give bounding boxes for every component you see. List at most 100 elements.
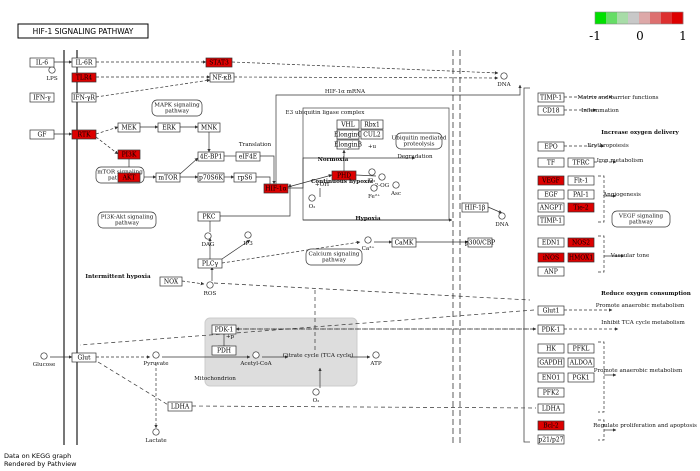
gene-aldoa[interactable]: ALDOA [567,357,595,368]
pathway-link-label: pathway [629,220,654,226]
compound-fe[interactable]: Fe²⁺ [368,184,380,200]
gene-pdk-1[interactable]: PDK-1 [211,324,237,335]
compound-o[interactable]: O₂ [308,194,316,210]
gene-nos2[interactable]: NOS2 [567,237,595,248]
gene-rps6[interactable]: rpS6 [233,172,257,183]
compound-asc[interactable]: Asc [390,181,401,197]
pathway-link-label: pathway [115,221,140,227]
compound-o[interactable]: O₂ [312,388,320,404]
gene-il-6[interactable]: IL-6 [29,57,55,68]
gene-pdh[interactable]: PDH [211,345,237,356]
gene-pai-1[interactable]: PAI-1 [567,189,595,200]
gene-box [233,172,257,183]
gene-angpt[interactable]: ANGPT [537,202,565,213]
gene-glut[interactable]: Glut [71,352,97,363]
compound-lps[interactable]: LPS [46,66,58,82]
gene-rbx1[interactable]: Rbx1 [360,119,384,130]
compound-glucose[interactable]: Glucose [33,352,56,368]
gene-il-6r[interactable]: IL-6R [71,57,97,68]
gene-nf-b[interactable]: NF-κB [209,72,235,83]
gene-ifn-r[interactable]: IFN-γR [71,92,97,103]
gene-bcl-2[interactable]: Bcl-2 [537,420,565,431]
gene-hif-1[interactable]: HIF-1β [461,202,489,213]
compound-lactate[interactable]: Lactate [145,428,167,444]
gene-egf[interactable]: EGF [537,189,565,200]
gene-elonginb[interactable]: ElonginB [334,139,362,150]
gene-glut1[interactable]: Glut1 [537,305,565,316]
gene-hmox1[interactable]: HMOX1 [567,252,595,263]
gene-ifn[interactable]: IFN-γ [29,92,55,103]
gene-anp[interactable]: ANP [537,266,565,277]
gene-pfkl[interactable]: PFKL [567,343,595,354]
gene-timp-1[interactable]: TIMP-1 [537,215,565,226]
gene-4e-bp1[interactable]: 4E-BP1 [197,151,225,162]
gene-tie-2[interactable]: Tie-2 [567,202,595,213]
gene-eno1[interactable]: ENO1 [537,372,565,383]
gene-mek[interactable]: MEK [117,122,141,133]
gene-pdk-1[interactable]: PDK-1 [537,324,565,335]
gene-erk[interactable]: ERK [157,122,181,133]
gene-cd18[interactable]: CD18 [537,105,565,116]
gene-hk[interactable]: HK [537,343,565,354]
gene-label: TF [547,160,555,167]
gene-epo[interactable]: EPO [537,141,565,152]
gene-label: Glut1 [543,308,560,315]
gene-timp-1[interactable]: TIMP-1 [537,92,565,103]
gene-inos[interactable]: iNOS [537,252,565,263]
gene-phd[interactable]: PHD [331,170,357,181]
gene-flt-1[interactable]: Flt-1 [567,175,595,186]
gene-label: Bcl-2 [543,423,559,430]
gene-vhl[interactable]: VHL [336,119,360,130]
compound-pyruvate[interactable]: Pyruvate [143,351,169,367]
compound-atp[interactable]: ATP [369,351,382,367]
gene-label: 4E-BP1 [200,154,223,161]
gene-gapdh[interactable]: GAPDH [537,357,565,368]
compound-dag[interactable]: DAG [202,232,216,248]
gene-plc[interactable]: PLCγ [197,258,223,269]
label-e3-ubiquitin-ligase-complex: E3 ubiquitin ligase complex [286,110,366,116]
pathway-link-label: PI3K-Akt signaling [101,215,154,221]
compound-dna[interactable]: DNA [495,212,510,228]
gene-stat3[interactable]: STAT3 [205,57,233,68]
gene-p300-cbp[interactable]: p300/CBP [465,237,495,248]
gene-hif-1[interactable]: HIF-1α [263,183,289,194]
compound-ip3[interactable]: IP3 [243,231,253,247]
compound-acetyl-coa[interactable]: Acetyl-CoA [239,351,273,367]
gene-edn1[interactable]: EDN1 [537,237,565,248]
gene-label: PI3K [122,152,137,159]
gene-elonginc[interactable]: ElonginC [334,129,362,140]
gene-p70s6k[interactable]: p70S6K [197,172,225,183]
color-legend [594,11,684,25]
gene-ldha[interactable]: LDHA [167,401,193,412]
gene-gf[interactable]: GF [29,129,55,140]
gene-rtk[interactable]: RTK [71,129,97,140]
compound-ros[interactable]: ROS [204,281,217,297]
gene-cul2[interactable]: CUL2 [360,129,384,140]
legend-min-label: -1 [589,29,601,43]
gene-vegf[interactable]: VEGF [537,175,565,186]
gene-nox[interactable]: NOX [159,276,183,287]
gene-pfk2[interactable]: PFK2 [537,387,565,398]
gene-mtor[interactable]: mTOR [155,172,181,183]
gene-pgk1[interactable]: PGK1 [567,372,595,383]
gene-tfrc[interactable]: TFRC [567,157,595,168]
gene-tlr4[interactable]: TLR4 [71,72,97,83]
compound-ca[interactable]: Ca²⁺ [362,236,375,252]
gene-ldha[interactable]: LDHA [537,403,565,414]
gene-akt[interactable]: AKT [117,172,141,183]
gene-tf[interactable]: TF [537,157,565,168]
compound-2-og[interactable]: 2-OG [375,173,390,189]
gene-pi3k[interactable]: PI3K [117,149,141,160]
gene-p21-p27[interactable]: p21/p27 [537,434,565,445]
gene-mnk[interactable]: MNK [197,122,221,133]
gene-camk[interactable]: CaMK [391,237,417,248]
gene-pkc[interactable]: PKC [197,211,221,222]
gene-eif4e[interactable]: eIF4E [235,151,261,162]
compound-dna[interactable]: DNA [497,72,512,88]
compound-o[interactable]: O₂ [368,168,376,184]
